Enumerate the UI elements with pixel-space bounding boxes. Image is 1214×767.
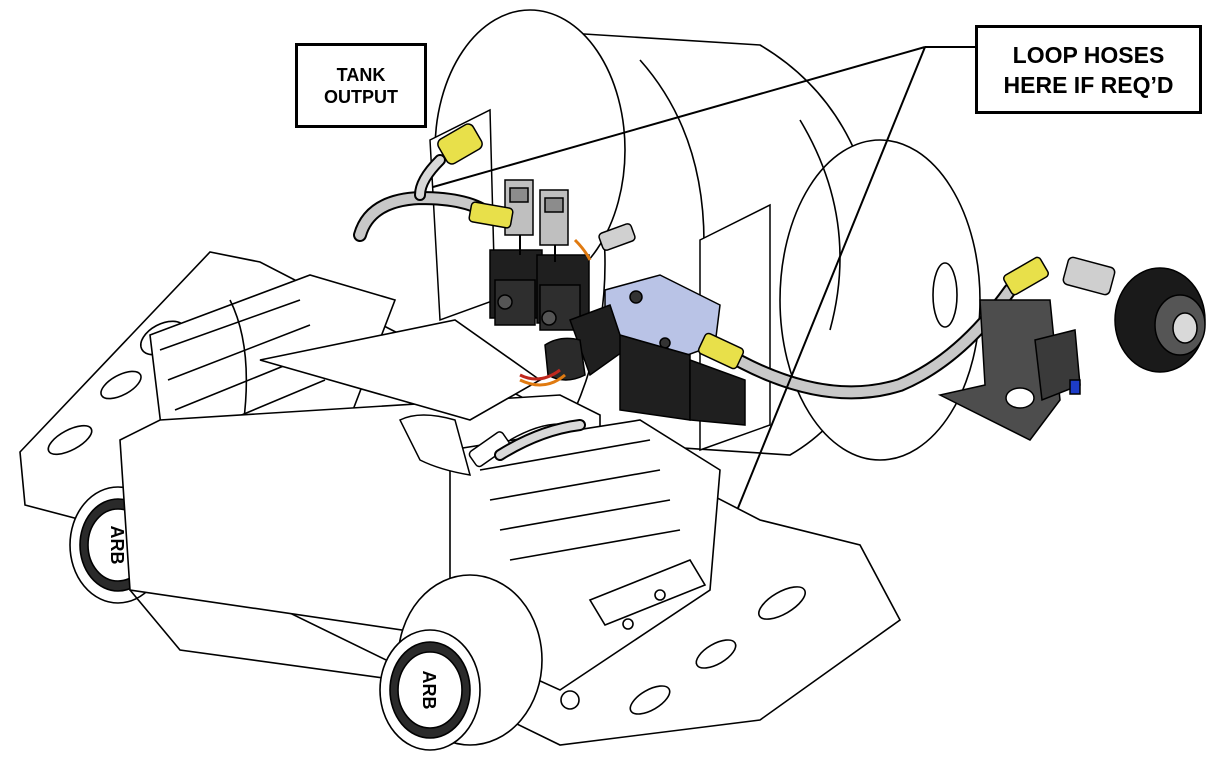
compressor-right: ARB <box>379 419 721 751</box>
valve-bracket <box>429 108 771 452</box>
loop-hoses-callout: LOOP HOSES HERE IF REQ’D <box>975 25 1202 114</box>
manifold-block <box>544 274 746 426</box>
arb-logo-right: ARB <box>419 671 439 710</box>
tank-output-callout: TANK OUTPUT <box>295 43 427 128</box>
intake-fitting <box>398 414 571 476</box>
loop-hoses-line1: LOOP HOSES <box>1012 41 1165 68</box>
outlet-bracket <box>937 256 1206 441</box>
tank-output-line2: OUTPUT <box>324 86 398 107</box>
loop-hoses-line2: HERE IF REQ’D <box>1003 71 1174 98</box>
arb-logo-left: ARB <box>107 526 127 565</box>
tank-output-line1: TANK <box>336 64 386 85</box>
wiring <box>519 235 592 387</box>
brass-fittings <box>437 123 1049 370</box>
leader-lines <box>432 46 975 509</box>
